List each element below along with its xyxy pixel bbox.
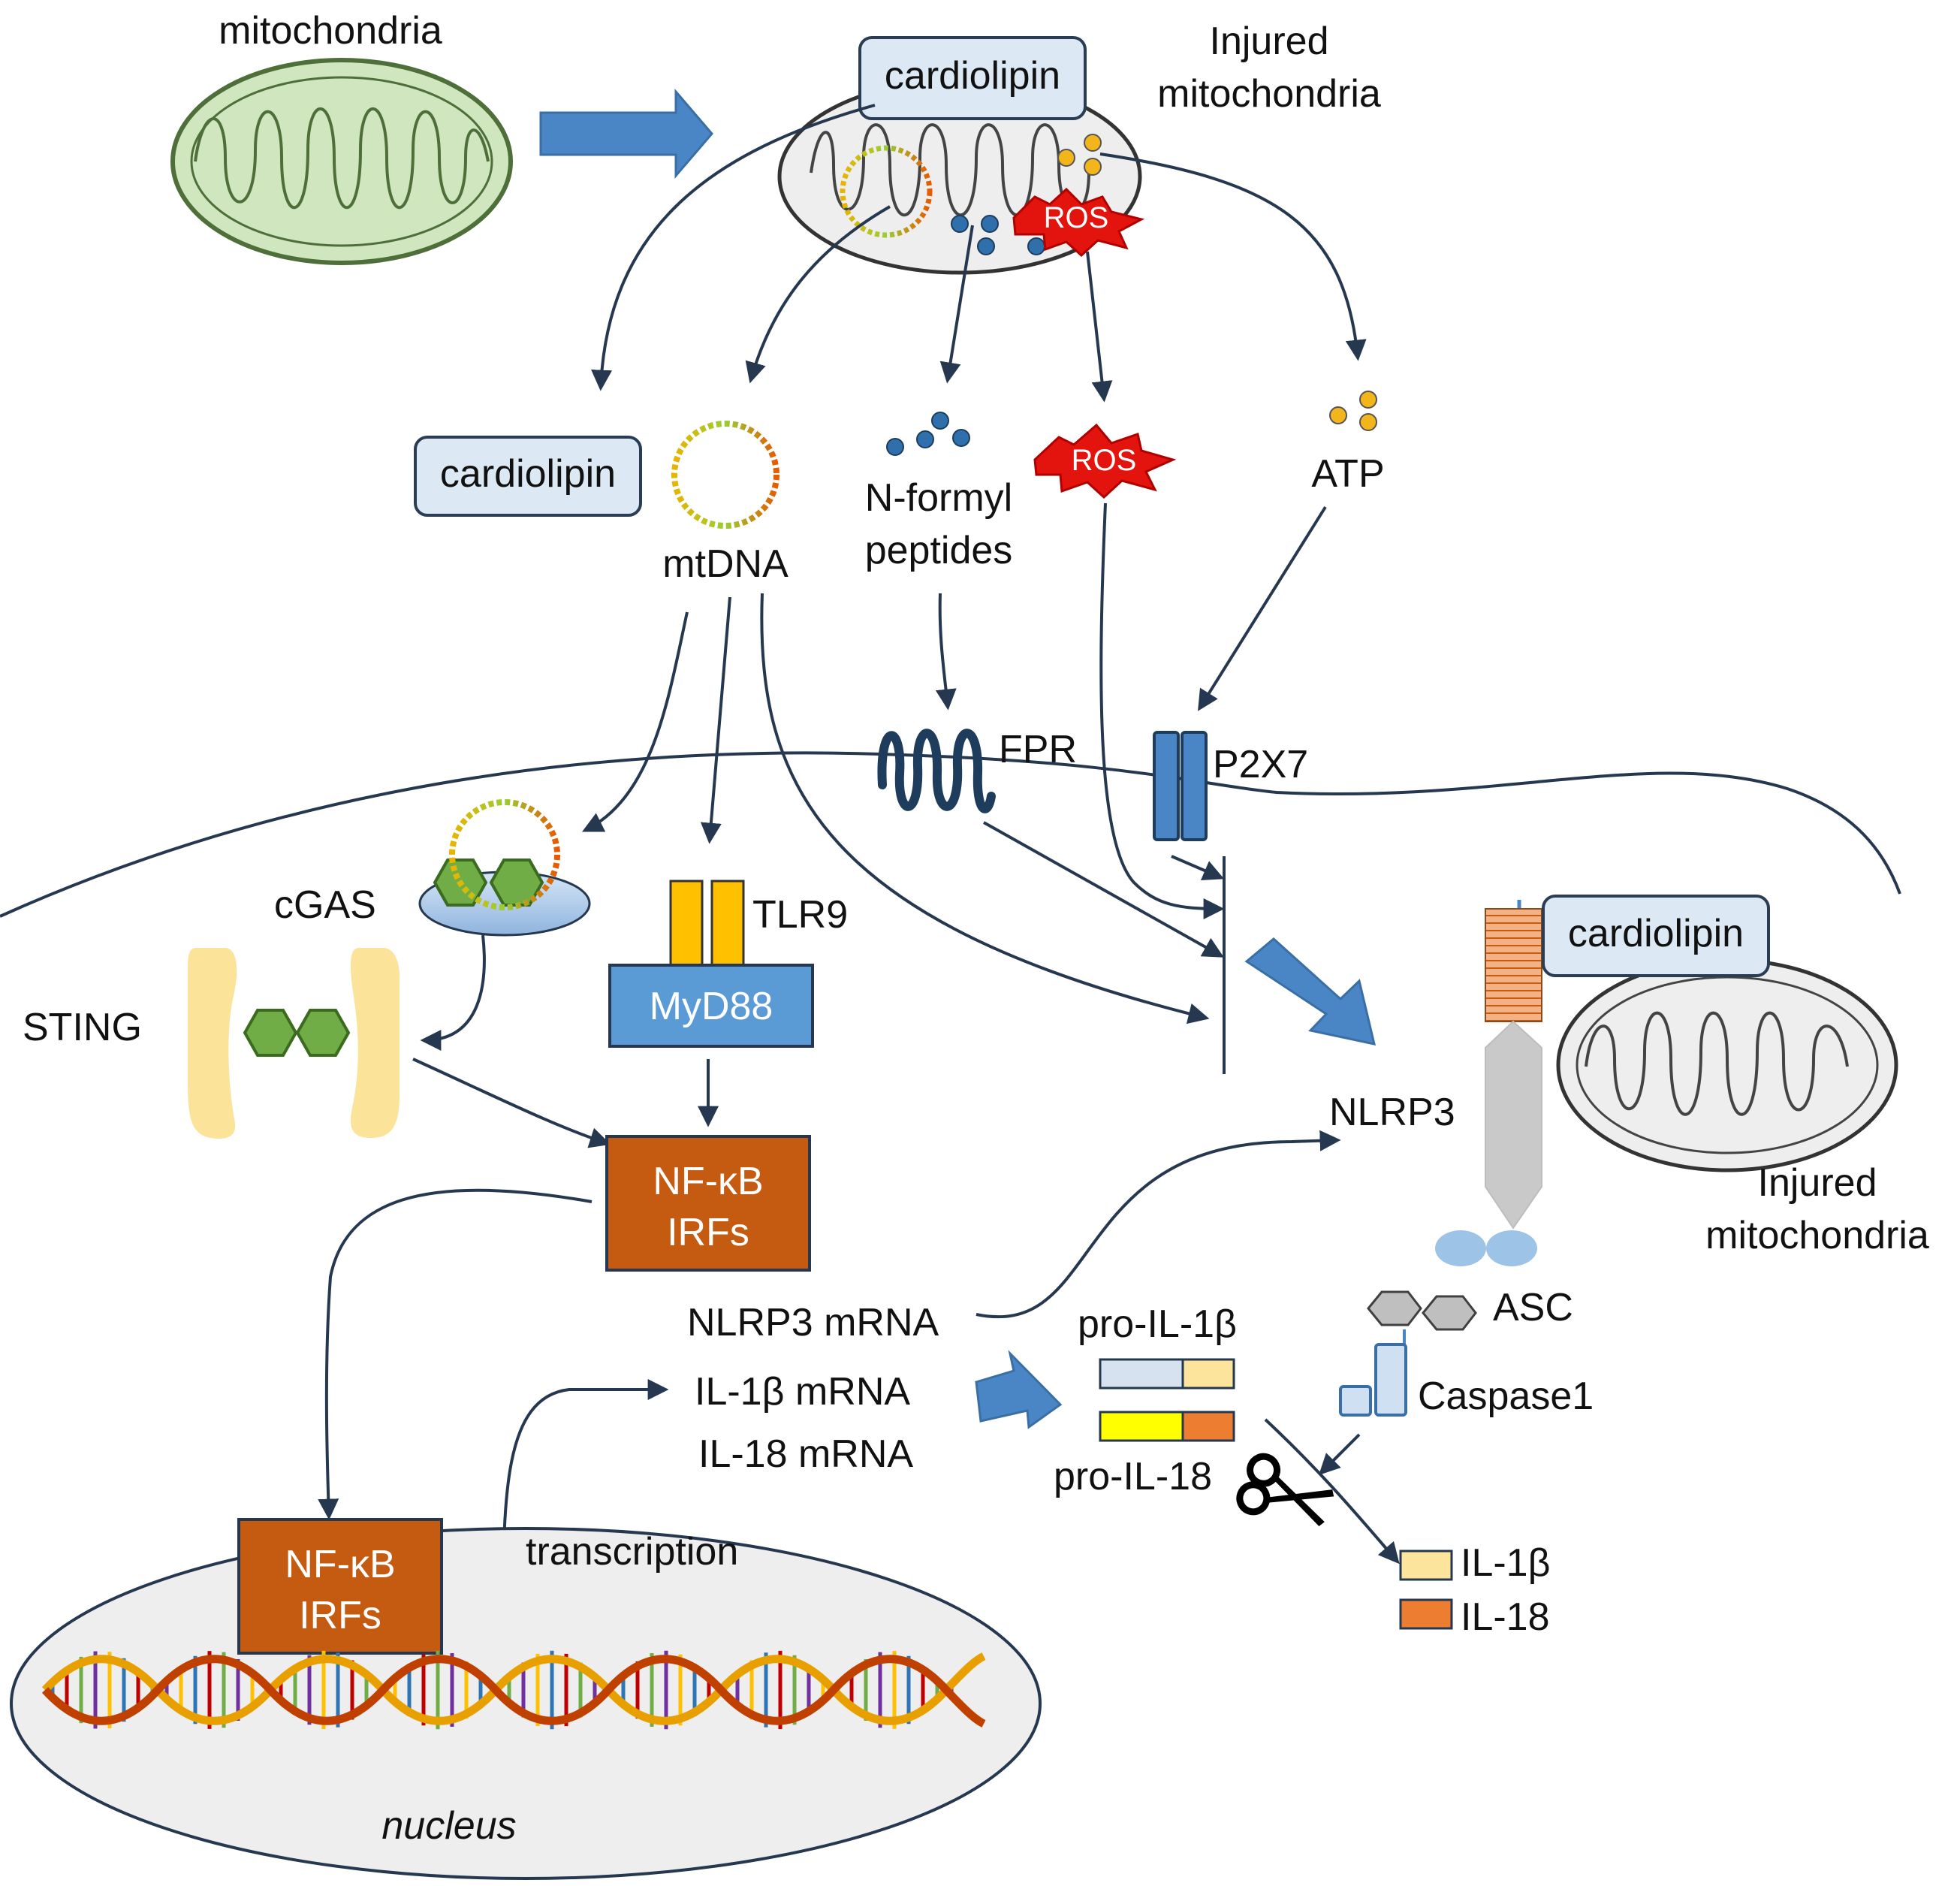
asc-label: ASC — [1493, 1286, 1573, 1329]
arrow-nlrp3-mrna-to-nlrp3 — [975, 1130, 1341, 1319]
atp-dot — [1084, 158, 1102, 176]
arrow-cleavage-to-products — [1264, 1418, 1400, 1565]
pro-il1b-bar — [1099, 1358, 1235, 1390]
circular-dna-icon — [671, 421, 779, 529]
ros-in-mito-label: ROS — [1044, 201, 1109, 234]
arrow-sting-to-nfkb — [412, 1058, 611, 1148]
arrow-cgas-to-sting — [420, 934, 486, 1051]
injured-mitochondrion-right — [1556, 958, 1898, 1172]
ros-starburst — [1012, 187, 1145, 258]
scissors-icon — [1236, 1453, 1334, 1527]
membrane-arrows — [581, 502, 1327, 1024]
cardiolipin-box-top — [858, 36, 1087, 120]
n-formyl-label-2: peptides — [865, 529, 1013, 572]
myd88-box — [608, 964, 814, 1048]
circular-dna-icon — [449, 799, 560, 910]
arrow-ros-release — [1086, 251, 1113, 403]
atp-icon — [1329, 391, 1377, 431]
irfs-label-nucleus: IRFs — [299, 1594, 381, 1637]
atp-dot — [1084, 134, 1102, 152]
injured-mito-top-label-1: Injured — [1210, 20, 1329, 63]
healthy-mitochondrion — [170, 58, 513, 265]
pro-il18-bar — [1099, 1411, 1235, 1442]
myd88-label: MyD88 — [650, 985, 773, 1028]
dna-helix-icon — [41, 1650, 986, 1730]
arrow-peptides-to-fpr — [935, 593, 957, 711]
tlr9-label: TLR9 — [752, 893, 848, 937]
nucleus-label: nucleus — [381, 1804, 516, 1848]
ros-released-icon: ROS — [1033, 423, 1177, 499]
il1b-mrna-label: IL-1β mRNA — [695, 1370, 910, 1414]
sting-label: STING — [23, 1006, 142, 1049]
peptide-dot — [1027, 237, 1045, 255]
injured-mito-right-label-2: mitochondria — [1705, 1214, 1929, 1257]
arrow-mtdna-to-cgas — [581, 611, 689, 832]
nlrp3-inflammasome-icon — [1339, 900, 1542, 1417]
nfkb-irfs-box-nucleus — [237, 1518, 443, 1655]
circular-dna-icon — [840, 145, 933, 238]
peptide-dot — [981, 215, 999, 233]
caspase1-label: Caspase1 — [1418, 1375, 1594, 1418]
sting-icon — [188, 948, 400, 1139]
arrow-mtdna-to-nlrp3 — [760, 593, 1210, 1024]
n-formyl-peptides-icon — [886, 412, 970, 456]
cardiolipin-box-released — [414, 436, 642, 517]
cytosol-arrows — [318, 934, 1400, 1637]
n-formyl-label-1: N-formyl — [865, 476, 1012, 520]
pro-il18-label: pro-IL-18 — [1054, 1455, 1212, 1498]
p2x7-label: P2X7 — [1213, 743, 1308, 786]
arrow-atp-to-p2x7 — [1198, 505, 1327, 711]
arrow-mtdna-release — [745, 205, 891, 384]
nfkb-label-cytosol: NF-κB — [653, 1160, 763, 1203]
p2x7-receptor-icon — [1153, 731, 1208, 841]
atp-label: ATP — [1311, 452, 1384, 496]
ros-released-label: ROS — [1072, 444, 1137, 477]
peptide-dot — [951, 215, 969, 233]
pro-il1b-label: pro-IL-1β — [1078, 1302, 1237, 1346]
cardiolipin-released-label: cardiolipin — [440, 452, 616, 496]
injured-mitochondrion-top: ROS — [777, 78, 1145, 275]
nfkb-label-nucleus: NF-κB — [285, 1543, 395, 1586]
atp-dot — [1057, 149, 1075, 167]
arrow-fpr-to-nlrp3 — [983, 821, 1224, 958]
arrow-p2x7-to-nlrp3 — [1171, 855, 1225, 880]
arrow-atp-release — [1099, 152, 1367, 361]
mitochondria-label: mitochondria — [219, 9, 442, 53]
fpr-receptor-icon — [877, 729, 996, 813]
translation-block-arrow — [975, 1350, 1063, 1429]
cardiolipin-right-label: cardiolipin — [1568, 912, 1744, 955]
arrow-caspase-to-cleavage — [1319, 1433, 1361, 1475]
il18-label: IL-18 — [1461, 1595, 1550, 1639]
injured-mito-right-label-1: Injured — [1758, 1161, 1877, 1205]
nlrp3-label: NLRP3 — [1329, 1091, 1455, 1134]
arrow-ros-to-nlrp3 — [1099, 502, 1225, 919]
injured-mito-top-label-2: mitochondria — [1157, 72, 1381, 116]
arrow-nfkb-to-nucleus — [318, 1188, 593, 1520]
il1b-label: IL-1β — [1461, 1541, 1551, 1585]
il1b-product-bar — [1399, 1550, 1453, 1581]
arrow-mtdna-to-tlr9 — [700, 596, 731, 844]
il18-product-bar — [1399, 1598, 1453, 1630]
il18-mrna-label: IL-18 mRNA — [698, 1432, 913, 1476]
tlr9-receptor-icon — [669, 880, 745, 967]
damage-block-arrow — [539, 88, 713, 180]
cardiolipin-top-label: cardiolipin — [885, 54, 1060, 98]
release-arrows — [591, 104, 1367, 403]
fpr-label: FPR — [999, 728, 1077, 771]
irfs-label-cytosol: IRFs — [667, 1211, 749, 1254]
peptide-dot — [977, 237, 995, 255]
nlrp3-mrna-label: NLRP3 mRNA — [687, 1301, 939, 1344]
nlrp3-activation-block-arrow — [1244, 937, 1377, 1046]
cardiolipin-box-right — [1542, 895, 1770, 977]
arrow-cardiolipin-release — [591, 104, 876, 391]
transcription-label: transcription — [526, 1530, 738, 1574]
mtdna-label: mtDNA — [662, 542, 789, 586]
cgas-label: cGAS — [274, 883, 376, 927]
arrow-peptides-release — [939, 225, 974, 384]
nfkb-irfs-box-cytosol — [605, 1135, 811, 1272]
